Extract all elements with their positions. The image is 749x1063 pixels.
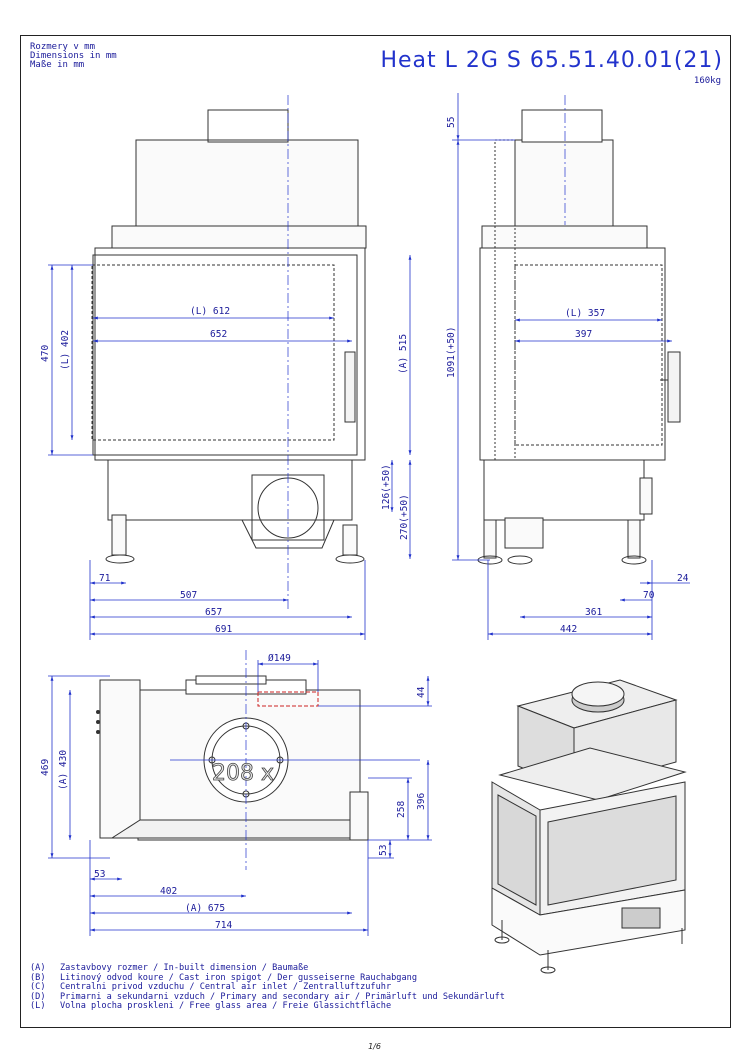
- dim-side-24: 24: [677, 573, 689, 584]
- flue-marker: 208 x: [212, 761, 275, 787]
- dim-top-469: 469: [40, 759, 51, 776]
- top-view: [96, 650, 420, 870]
- front-dimensions: [48, 255, 412, 640]
- legend-text: Litinový odvod koure / Cast iron spigot …: [60, 972, 417, 983]
- dim-top-44: 44: [416, 686, 427, 698]
- dim-top-149: Ø149: [268, 653, 291, 664]
- front-dimension-labels: (L) 612 652 470 (L) 402 (A) 515 126(+50)…: [40, 306, 410, 635]
- legend-row-c: (C) Centralni privod vzduchu / Central ai…: [30, 982, 505, 993]
- weight-label: 160kg: [693, 76, 721, 86]
- side-view: [477, 95, 681, 565]
- dim-top-714: 714: [215, 920, 232, 931]
- legend-key: (L): [30, 1001, 46, 1012]
- top-dimension-labels: Ø149 44 469 (A) 430 396 258 53 53 402 (A…: [40, 653, 427, 931]
- dim-side-442: 442: [560, 624, 577, 635]
- units-line-de: Maße in mm: [30, 60, 85, 70]
- drawing-title: Heat L 2G S 65.51.40.01(21): [380, 48, 723, 73]
- legend-row-a: (A) Zastavbovy rozmer / In-built dimensio…: [30, 963, 505, 974]
- dim-front-691: 691: [215, 624, 232, 635]
- dim-top-402: 402: [160, 886, 177, 897]
- dim-side-361: 361: [585, 607, 602, 618]
- dim-top-53-left: 53: [94, 869, 105, 880]
- dim-top-430: (A) 430: [58, 750, 69, 790]
- dim-front-270: 270(+50): [399, 494, 410, 540]
- legend-text: Centralni privod vzduchu / Central air i…: [60, 982, 392, 993]
- side-dimensions: [452, 93, 690, 640]
- dim-front-71: 71: [99, 573, 111, 584]
- dim-side-70: 70: [643, 590, 655, 601]
- legend-text: Primarni a sekundarni vzduch / Primary a…: [60, 991, 505, 1002]
- dim-side-397: 397: [575, 329, 592, 340]
- dim-front-glass-612: (L) 612: [190, 306, 230, 317]
- dim-front-515: (A) 515: [398, 334, 409, 374]
- units-note: Rozmery v mm Dimensions in mm Maße in mm: [30, 43, 117, 70]
- dim-side-1091: 1091(+50): [446, 327, 457, 378]
- dim-front-470: 470: [40, 345, 51, 362]
- front-view: [91, 95, 367, 610]
- dim-top-396: 396: [416, 793, 427, 810]
- legend-row-b: (B) Litinový odvod koure / Cast iron spig…: [30, 972, 505, 984]
- dim-front-126: 126(+50): [381, 464, 392, 510]
- dim-top-675: (A) 675: [185, 903, 225, 914]
- legend-key: (C): [30, 982, 46, 993]
- legend-key: (B): [30, 972, 46, 983]
- legend-row-l: (L) Volna plocha proskleni / Free glass a…: [30, 1002, 505, 1012]
- legend-key: (D): [30, 991, 46, 1002]
- dim-side-55: 55: [446, 117, 457, 128]
- side-dimension-labels: 55 1091(+50) (L) 357 397 24 70 361 442: [446, 117, 689, 635]
- drawing-frame: [20, 35, 731, 1028]
- dim-side-357: (L) 357: [565, 308, 605, 319]
- dim-front-652: 652: [210, 329, 227, 340]
- dim-top-258: 258: [396, 801, 407, 818]
- flue-marker-text: 208 x: [212, 761, 274, 786]
- legend: (A) Zastavbovy rozmer / In-built dimensio…: [30, 963, 505, 1012]
- units-line-cz: Rozmery v mm: [30, 42, 96, 52]
- page-number: 1/6: [368, 1042, 381, 1051]
- top-dimensions: [48, 660, 432, 936]
- dim-front-402: (L) 402: [60, 330, 71, 370]
- dim-top-53-right: 53: [378, 845, 389, 856]
- units-line-en: Dimensions in mm: [30, 51, 117, 61]
- legend-text: Volna plocha proskleni / Free glass area…: [60, 1001, 392, 1012]
- dim-front-507: 507: [180, 590, 197, 601]
- isometric-view: [491, 679, 687, 974]
- dim-front-657: 657: [205, 607, 222, 618]
- legend-row-d: (D) Primarni a sekundarni vzduch / Primar…: [30, 991, 505, 1003]
- legend-text: Zastavbovy rozmer / In-built dimension /…: [60, 963, 309, 973]
- legend-key: (A): [30, 963, 46, 973]
